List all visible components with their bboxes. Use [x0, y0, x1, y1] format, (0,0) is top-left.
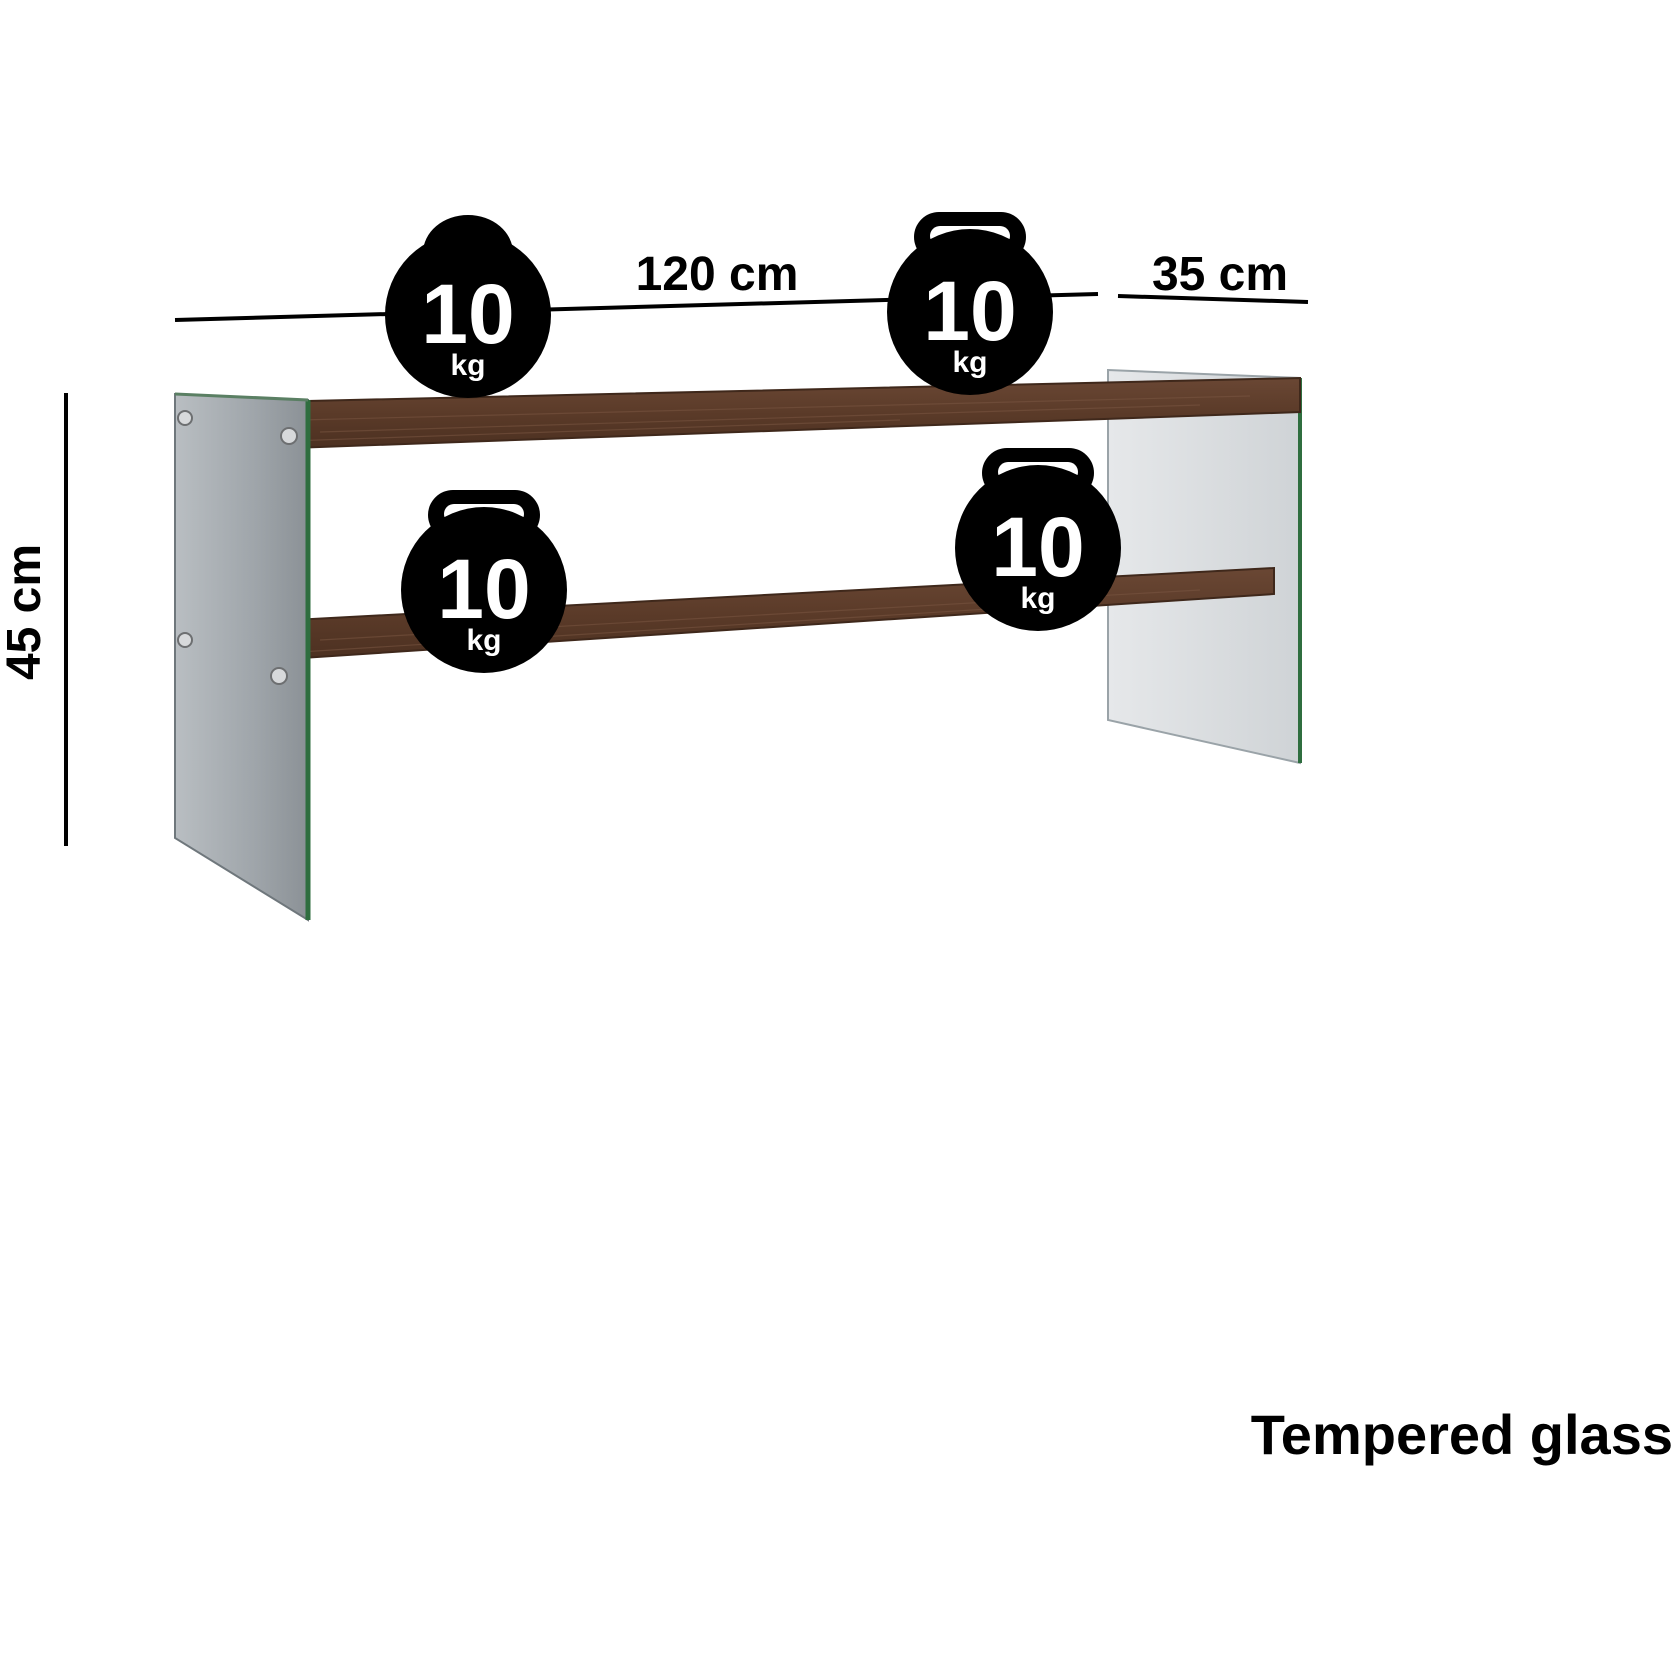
load-value: 10 [437, 542, 530, 636]
load-badge: 10 kg [401, 490, 567, 673]
left-glass-top-edge [174, 392, 309, 402]
load-badge: 10 kg [955, 448, 1121, 631]
load-unit: kg [466, 624, 501, 657]
material-caption: Tempered glass [1250, 1403, 1673, 1466]
kettlebell-icon [385, 215, 551, 398]
width-label: 120 cm [636, 248, 799, 301]
left-glass-panel [174, 392, 309, 922]
load-badge: 10 kg [887, 212, 1053, 395]
kettlebell-icon [955, 448, 1121, 631]
right-glass-panel [1107, 368, 1301, 765]
kettlebell-icon [887, 212, 1053, 395]
depth-label: 35 cm [1152, 248, 1288, 301]
load-badge: 10 kg [385, 215, 551, 398]
load-value: 10 [991, 500, 1084, 594]
kettlebell-icon [401, 490, 567, 673]
load-unit: kg [952, 346, 987, 379]
load-value: 10 [421, 267, 514, 361]
height-label: 45 cm [0, 544, 51, 680]
load-unit: kg [450, 349, 485, 382]
depth-dimension-line [1117, 294, 1309, 304]
load-unit: kg [1020, 582, 1055, 615]
top-shelf-grain [259, 395, 1251, 443]
load-value: 10 [923, 264, 1016, 358]
mounting-bolts [177, 410, 298, 685]
